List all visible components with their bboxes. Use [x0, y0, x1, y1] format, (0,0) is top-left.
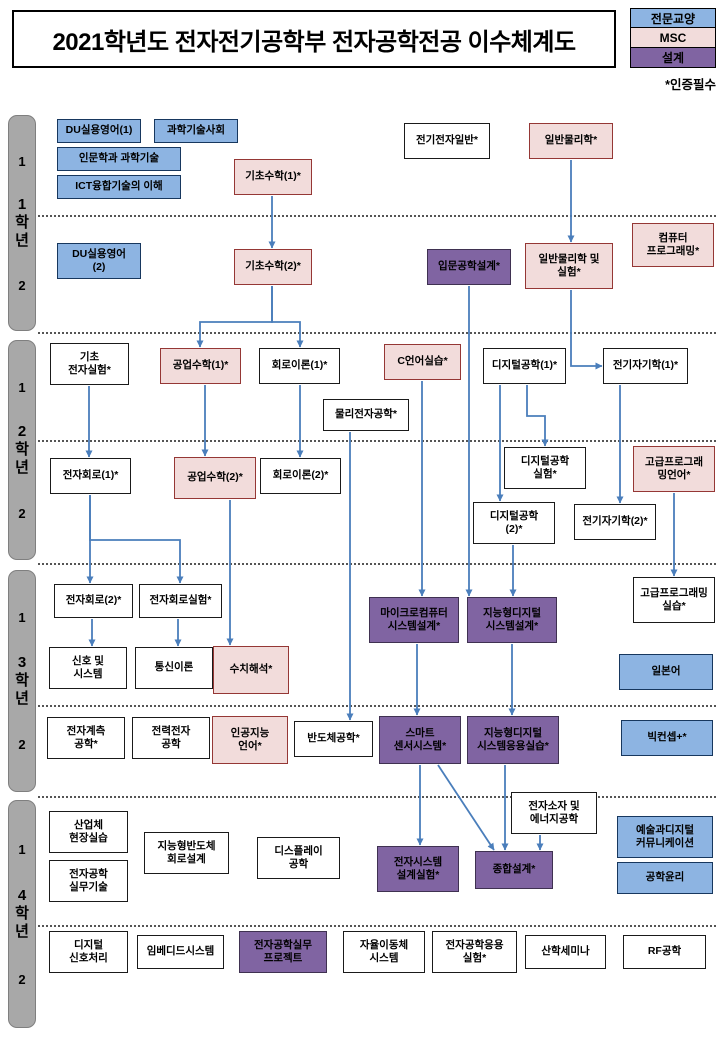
- course-box: 통신이론: [135, 647, 213, 689]
- course-box: 예술과디지털 커뮤니케이션: [617, 816, 713, 858]
- legend-item-msc: MSC: [630, 27, 716, 49]
- legend-note: *인증필수: [665, 78, 716, 92]
- course-box: 일반물리학*: [529, 123, 613, 159]
- page-title: 2021학년도 전자전기공학부 전자공학전공 이수체계도: [12, 10, 616, 68]
- course-box: 디스플레이 공학: [257, 837, 340, 879]
- prerequisite-arrow: [570, 290, 603, 370]
- course-box: 기초수학(2)*: [234, 249, 312, 285]
- course-box: 지능형반도체 회로설계: [144, 832, 229, 874]
- course-box: 전자회로실험*: [139, 584, 222, 618]
- prerequisite-arrow: [526, 385, 549, 447]
- prerequisite-arrow: [196, 286, 273, 348]
- course-box: 반도체공학*: [294, 721, 373, 757]
- course-box: 기초 전자실험*: [50, 343, 129, 385]
- course-box: DU실용영어(1): [57, 119, 141, 143]
- semester-label: 1: [18, 153, 26, 169]
- course-box: DU실용영어 (2): [57, 243, 141, 279]
- course-box: 지능형디지털 시스템응용실습*: [467, 716, 559, 764]
- semester-divider: [38, 705, 716, 707]
- year-label: 2 학 년: [15, 423, 29, 476]
- course-box: 전기자기학(2)*: [574, 504, 656, 540]
- legend-item-general-education: 전문교양: [630, 8, 716, 29]
- course-box: 물리전자공학*: [323, 399, 409, 431]
- course-box: 산학세미나: [525, 935, 606, 969]
- course-box: 과학기술사회: [154, 119, 238, 143]
- course-box: 전자소자 및 에너지공학: [511, 792, 597, 834]
- semester-divider: [38, 440, 716, 442]
- course-box: 임베디드시스템: [137, 935, 224, 969]
- course-box: 입문공학설계*: [427, 249, 511, 285]
- course-box: 전자회로(1)*: [50, 458, 131, 494]
- course-box: 일본어: [619, 654, 713, 690]
- year-label: 3 학 년: [15, 654, 29, 707]
- course-box: 지능형디지털 시스템설계*: [467, 597, 557, 643]
- semester-divider: [38, 332, 716, 334]
- course-box: 전력전자 공학: [132, 717, 210, 759]
- prerequisite-arrow: [437, 764, 495, 851]
- course-box: RF공학: [623, 935, 706, 969]
- year-label: 1 학 년: [15, 196, 29, 249]
- course-box: 전기자기학(1)*: [603, 348, 688, 384]
- course-box: 디지털공학(1)*: [483, 348, 566, 384]
- course-box: 고급프로그래밍 실습*: [633, 577, 715, 623]
- year-band-3: 1 3 학 년 2: [8, 570, 36, 792]
- semester-divider: [38, 925, 716, 927]
- course-box: 수치해석*: [213, 646, 289, 694]
- course-box: 공학윤리: [617, 862, 713, 894]
- semester-label: 2: [18, 971, 26, 987]
- course-box: 일반물리학 및 실험*: [525, 243, 613, 289]
- prerequisite-arrow: [271, 286, 304, 348]
- course-box: 고급프로그래 밍언어*: [633, 446, 715, 492]
- course-box: 공업수학(2)*: [174, 457, 256, 499]
- course-box: 산업체 현장실습: [49, 811, 128, 853]
- semester-label: 1: [18, 841, 26, 857]
- year-band-1: 1 1 학 년 2: [8, 115, 36, 331]
- semester-label: 2: [18, 505, 26, 521]
- course-box: 전자계측 공학*: [47, 717, 125, 759]
- course-box: 전자공학응용 실험*: [432, 931, 517, 973]
- course-box: 기초수학(1)*: [234, 159, 312, 195]
- course-box: 스마트 센서시스템*: [379, 716, 461, 764]
- semester-divider: [38, 215, 716, 217]
- course-box: 공업수학(1)*: [160, 348, 241, 384]
- year-band-2: 1 2 학 년 2: [8, 340, 36, 560]
- semester-label: 2: [18, 277, 26, 293]
- prerequisite-arrow: [89, 495, 184, 584]
- course-box: 전자공학실무 프로젝트: [239, 931, 327, 973]
- course-box: 빅컨셉+*: [621, 720, 713, 756]
- semester-divider: [38, 563, 716, 565]
- course-box: 회로이론(2)*: [260, 458, 341, 494]
- course-box: 인문학과 과학기술: [57, 147, 181, 171]
- course-box: 종합설계*: [475, 851, 553, 889]
- course-box: 자율이동체 시스템: [343, 931, 425, 973]
- year-label: 4 학 년: [15, 887, 29, 940]
- course-box: 컴퓨터 프로그래밍*: [632, 223, 714, 267]
- course-box: 전기전자일반*: [404, 123, 490, 159]
- course-box: 디지털공학 실험*: [504, 447, 586, 489]
- course-box: 회로이론(1)*: [259, 348, 340, 384]
- course-box: 전자회로(2)*: [54, 584, 133, 618]
- course-box: 전자시스템 설계실험*: [377, 846, 459, 892]
- course-box: C언어실습*: [384, 344, 461, 380]
- course-box: ICT융합기술의 이해: [57, 175, 181, 199]
- semester-label: 1: [18, 610, 26, 625]
- course-box: 인공지능 언어*: [212, 716, 288, 764]
- semester-divider: [38, 796, 716, 798]
- course-box: 전자공학 실무기술: [49, 860, 128, 902]
- course-box: 디지털공학 (2)*: [473, 502, 555, 544]
- semester-label: 1: [18, 379, 26, 395]
- legend-item-design: 설계: [630, 46, 716, 68]
- semester-label: 2: [18, 737, 26, 752]
- course-box: 신호 및 시스템: [49, 647, 127, 689]
- course-box: 디지털 신호처리: [49, 931, 128, 973]
- course-box: 마이크로컴퓨터 시스템설계*: [369, 597, 459, 643]
- year-band-4: 1 4 학 년 2: [8, 800, 36, 1028]
